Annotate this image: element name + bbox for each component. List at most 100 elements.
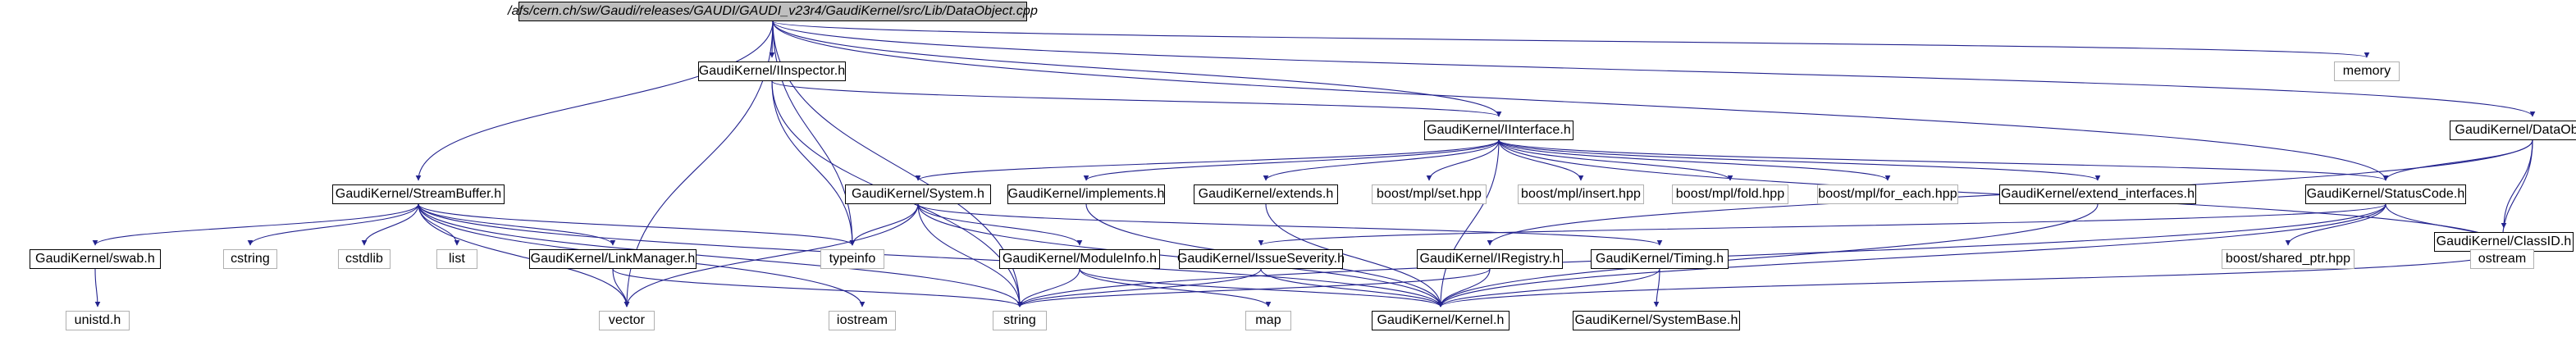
graph-node-swab[interactable]: GaudiKernel/swab.h (30, 249, 161, 269)
graph-edge (1498, 139, 1584, 181)
graph-edge (2285, 203, 2386, 246)
graph-node-extends[interactable]: GaudiKernel/extends.h (1194, 184, 1338, 204)
graph-node-label: GaudiKernel/extends.h (1198, 187, 1334, 201)
graph-node-string[interactable]: string (993, 311, 1047, 330)
graph-edge (94, 268, 101, 307)
graph-edge (772, 20, 1502, 117)
graph-node-label: unistd.h (74, 313, 121, 327)
graph-node-label: typeinfo (829, 252, 876, 266)
graph-node-dataobject[interactable]: GaudiKernel/DataObject.h (2450, 121, 2576, 140)
graph-node-system[interactable]: GaudiKernel/System.h (845, 184, 991, 204)
graph-node-list[interactable]: list (436, 249, 477, 269)
graph-node-issueseverity[interactable]: GaudiKernel/IssueSeverity.h (1177, 249, 1345, 269)
graph-node-label: GaudiKernel/ModuleInfo.h (1002, 252, 1158, 266)
graph-root-node[interactable]: /afs/cern.ch/sw/Gaudi/releases/GAUDI/GAU… (508, 2, 1038, 21)
graph-node-label: /afs/cern.ch/sw/Gaudi/releases/GAUDI/GAU… (508, 4, 1038, 18)
graph-node-label: GaudiKernel/SystemBase.h (1574, 313, 1738, 327)
graph-node-streambuffer[interactable]: GaudiKernel/StreamBuffer.h (332, 184, 505, 204)
graph-node-systembase[interactable]: GaudiKernel/SystemBase.h (1573, 311, 1740, 330)
graph-node-label: boost/mpl/for_each.hpp (1818, 187, 1957, 201)
graph-edge (917, 203, 1663, 246)
graph-edge (418, 203, 460, 246)
graph-edge (772, 20, 2536, 117)
graph-edge (1498, 139, 2101, 181)
graph-node-label: GaudiKernel/Timing.h (1595, 252, 1724, 266)
graph-node-moduleinfo[interactable]: GaudiKernel/ModuleInfo.h (999, 249, 1160, 269)
graph-node-mplfold[interactable]: boost/mpl/fold.hpp (1672, 184, 1788, 204)
graph-edge (917, 203, 1083, 246)
graph-edge (1498, 139, 2389, 181)
graph-node-label: GaudiKernel/DataObject.h (2455, 123, 2576, 137)
graph-edge (1079, 268, 1444, 307)
graph-edge (772, 20, 2369, 58)
graph-node-cstring[interactable]: cstring (223, 249, 277, 269)
graph-edge (1498, 139, 1891, 181)
graph-node-label: GaudiKernel/IssueSeverity.h (1176, 252, 1345, 266)
graph-node-mplinsert[interactable]: boost/mpl/insert.hpp (1518, 184, 1644, 204)
graph-edge (1437, 139, 1500, 307)
graph-node-label: GaudiKernel/Kernel.h (1377, 313, 1505, 327)
graph-node-vector[interactable]: vector (599, 311, 655, 330)
graph-edge (1258, 203, 2386, 246)
graph-node-extendifaces[interactable]: GaudiKernel/extend_interfaces.h (1999, 184, 2196, 204)
graph-node-label: boost/shared_ptr.hpp (2225, 252, 2351, 266)
graph-node-iostream[interactable]: iostream (829, 311, 896, 330)
graph-node-label: cstring (231, 252, 270, 266)
graph-edge (771, 80, 1502, 117)
graph-node-unistd[interactable]: unistd.h (66, 311, 130, 330)
graph-edge (2382, 139, 2533, 181)
graph-edge (1426, 139, 1500, 181)
graph-edge (1016, 268, 1491, 307)
graph-node-label: cstdlib (345, 252, 384, 266)
graph-node-implements[interactable]: GaudiKernel/implements.h (1007, 184, 1165, 204)
graph-node-label: GaudiKernel/System.h (851, 187, 985, 201)
graph-node-label: GaudiKernel/swab.h (35, 252, 155, 266)
graph-node-label: GaudiKernel/StatusCode.h (2306, 187, 2465, 201)
graph-node-timing[interactable]: GaudiKernel/Timing.h (1591, 249, 1729, 269)
graph-node-sharedptr[interactable]: boost/shared_ptr.hpp (2222, 249, 2354, 269)
graph-node-label: string (1003, 313, 1036, 327)
graph-node-map[interactable]: map (1245, 311, 1291, 330)
graph-node-memory[interactable]: memory (2334, 61, 2400, 81)
graph-edge (612, 268, 1023, 307)
graph-edge (1016, 268, 1262, 307)
graph-edge (2501, 139, 2533, 229)
graph-edge (772, 20, 2389, 181)
graph-node-label: vector (608, 313, 646, 327)
graph-edge (418, 203, 1023, 307)
graph-edge (247, 203, 419, 246)
graph-node-kernel[interactable]: GaudiKernel/Kernel.h (1372, 311, 1510, 330)
graph-edge (915, 139, 1500, 181)
graph-node-mplset[interactable]: boost/mpl/set.hpp (1372, 184, 1487, 204)
graph-node-iinterface[interactable]: GaudiKernel/IInterface.h (1424, 121, 1573, 140)
graph-node-label: memory (2342, 64, 2391, 78)
graph-node-cstdlib[interactable]: cstdlib (338, 249, 391, 269)
graph-node-label: boost/mpl/set.hpp (1377, 187, 1482, 201)
graph-node-label: boost/mpl/insert.hpp (1520, 187, 1642, 201)
graph-node-typeinfo[interactable]: typeinfo (820, 249, 884, 269)
graph-edge (418, 203, 856, 246)
graph-node-iregistry[interactable]: GaudiKernel/IRegistry.h (1417, 249, 1563, 269)
graph-edge (415, 20, 774, 181)
graph-node-label: boost/mpl/fold.hpp (1675, 187, 1785, 201)
graph-node-ostream[interactable]: ostream (2470, 249, 2534, 269)
graph-node-label: GaudiKernel/IInspector.h (698, 64, 846, 78)
graph-edge (1260, 268, 1444, 307)
graph-edge (92, 203, 419, 246)
graph-node-statuscode[interactable]: GaudiKernel/StatusCode.h (2305, 184, 2466, 204)
graph-node-linkmanager[interactable]: GaudiKernel/LinkManager.h (529, 249, 697, 269)
graph-edge (1653, 268, 1660, 307)
graph-node-label: GaudiKernel/IRegistry.h (1419, 252, 1560, 266)
graph-node-label: GaudiKernel/implements.h (1007, 187, 1165, 201)
graph-edge (1079, 268, 1272, 307)
graph-node-label: GaudiKernel/StreamBuffer.h (335, 187, 502, 201)
graph-node-label: GaudiKernel/extend_interfaces.h (2000, 187, 2195, 201)
graph-edge (849, 203, 919, 246)
graph-edge (769, 20, 775, 58)
graph-edge (1437, 268, 1491, 307)
graph-node-iinspector[interactable]: GaudiKernel/IInspector.h (698, 61, 846, 81)
graph-node-label: GaudiKernel/IInterface.h (1427, 123, 1571, 137)
graph-node-mplforeach[interactable]: boost/mpl/for_each.hpp (1817, 184, 1958, 204)
